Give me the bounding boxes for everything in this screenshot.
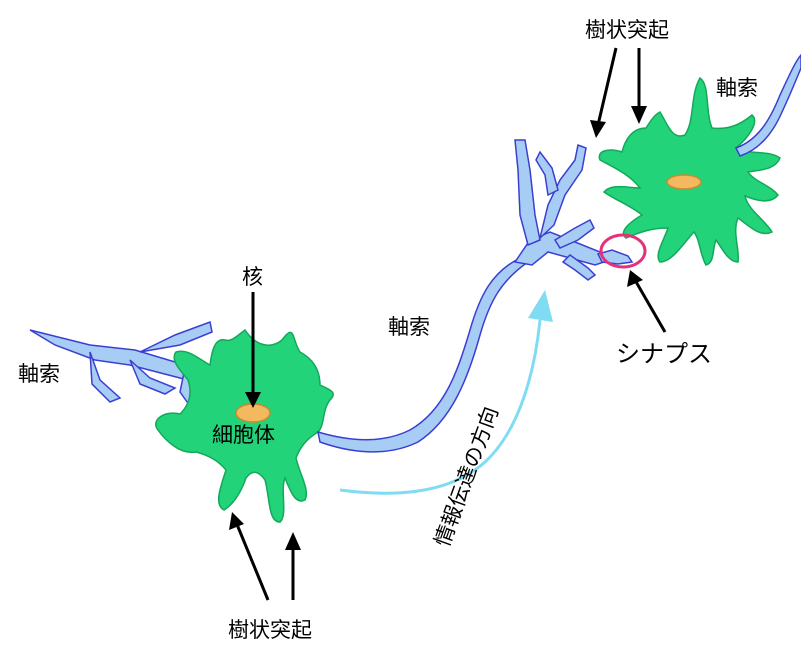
synapse-circle (599, 233, 647, 269)
label-dendrite-bottom: 樹状突起 (228, 618, 312, 642)
dendrite-top-pointer-1-line (596, 47, 618, 126)
terminal-branch-low (561, 254, 597, 281)
right-axon (734, 53, 801, 157)
terminal-branch-up-1 (514, 139, 541, 247)
left-cell-body (155, 328, 334, 523)
synapse-pointer-line (633, 279, 667, 333)
label-dendrite-top: 樹状突起 (585, 18, 669, 42)
dendrite-top-pointer-1-head (590, 120, 606, 138)
label-synapse: シナプス (616, 340, 712, 368)
label-nucleus: 核 (242, 265, 263, 289)
terminal-branch-up-3 (535, 150, 559, 197)
label-axon-left: 軸索 (18, 362, 60, 386)
left-axon-branches (29, 320, 232, 414)
right-neuron (598, 76, 781, 266)
dendrite-bottom-pointer-2-head (285, 532, 301, 550)
synapse-pointer-head (627, 270, 643, 287)
label-cell-body: 細胞体 (212, 423, 275, 447)
nucleus-pointer-head (245, 392, 261, 408)
label-axon-middle: 軸索 (388, 315, 430, 339)
dendrite-top-pointer-2-head (631, 106, 647, 124)
dendrite-bottom-pointer-1-line (234, 521, 270, 601)
label-info-direction: 情報伝達の方向 (430, 403, 503, 549)
terminal-branch-mid (553, 218, 595, 249)
left-axon-branch-1 (89, 351, 122, 403)
left-axon-branch-2 (129, 359, 177, 395)
info-direction-arrow-head (528, 290, 553, 322)
dendrite-bottom-pointer-1-head (229, 512, 244, 530)
right-cell-body (598, 76, 781, 266)
label-axon-top-right: 軸索 (716, 76, 758, 100)
info-direction-arrow-line (339, 319, 542, 495)
left-axon-branch-3 (139, 320, 213, 353)
right-nucleus (666, 174, 702, 190)
